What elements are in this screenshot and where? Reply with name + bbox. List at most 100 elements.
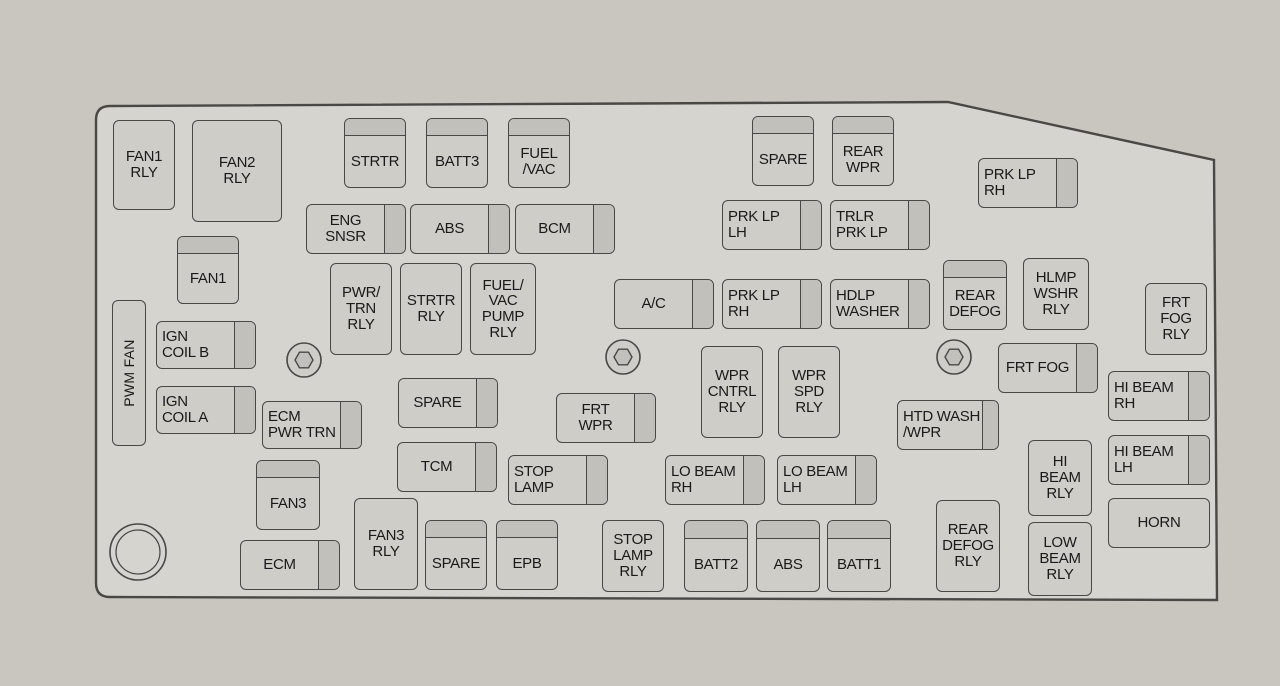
frt-wpr-fuse: FRT WPR [556, 393, 656, 443]
batt2-fuse-label: BATT2 [693, 556, 739, 574]
hex-bolt-icon [936, 339, 972, 375]
horn-fuse: HORN [1108, 498, 1210, 548]
horn-fuse-label: HORN [1137, 514, 1181, 532]
hi-beam-rh-fuse: HI BEAM RH [1108, 371, 1210, 421]
fuel-vac-fuse: FUEL /VAC [508, 118, 570, 188]
low-beam-relay-label: LOW BEAM RLY [1039, 534, 1081, 583]
hi-beam-relay: HI BEAM RLY [1028, 440, 1092, 516]
abs-fuse-1-label: ABS [434, 220, 465, 238]
htd-wash-wpr-fuse-label: HTD WASH /WPR [903, 408, 981, 441]
fan3-relay-label: FAN3 RLY [367, 527, 405, 560]
bcm-fuse-label: BCM [538, 220, 571, 238]
abs-fuse-1: ABS [410, 204, 510, 254]
wpr-spd-relay: WPR SPD RLY [778, 346, 840, 438]
prk-lp-rh-fuse-label: PRK LP RH [728, 287, 780, 320]
fan3-fuse-label: FAN3 [269, 494, 307, 512]
lo-beam-rh-fuse: LO BEAM RH [665, 455, 765, 505]
htd-wash-wpr-fuse: HTD WASH /WPR [897, 400, 999, 450]
round-hole-icon [109, 523, 167, 581]
spare-fuse-bottom: SPARE [425, 520, 487, 590]
a-c-fuse-label: A/C [641, 295, 666, 313]
trlr-prk-lp-fuse-label: TRLR PRK LP [836, 208, 888, 241]
lo-beam-lh-fuse: LO BEAM LH [777, 455, 877, 505]
spare-fuse-bottom-label: SPARE [431, 554, 481, 572]
a-c-fuse: A/C [614, 279, 714, 329]
hi-beam-lh-fuse: HI BEAM LH [1108, 435, 1210, 485]
epb-fuse: EPB [496, 520, 558, 590]
fan1-fuse-label: FAN1 [189, 269, 227, 287]
pwm-fan-label: PWM FAN [121, 339, 137, 407]
frt-fog-relay-label: FRT FOG RLY [1160, 294, 1192, 343]
abs-fuse-2-label: ABS [773, 556, 803, 574]
batt1-fuse: BATT1 [827, 520, 891, 592]
prk-lp-rh-fuse: PRK LP RH [722, 279, 822, 329]
fan1-relay: FAN1 RLY [113, 120, 175, 210]
prk-lp-rh-fuse-top: PRK LP RH [978, 158, 1078, 208]
hex-bolt-icon [605, 339, 641, 375]
ign-coil-a-fuse-label: IGN COIL A [162, 393, 208, 426]
rear-wpr-fuse: REAR WPR [832, 116, 894, 186]
batt3-fuse: BATT3 [426, 118, 488, 188]
epb-fuse-label: EPB [512, 554, 542, 572]
fan1-fuse: FAN1 [177, 236, 239, 304]
eng-snsr-fuse: ENG SNSR [306, 204, 406, 254]
low-beam-relay: LOW BEAM RLY [1028, 522, 1092, 596]
rear-defog-relay: REAR DEFOG RLY [936, 500, 1000, 592]
frt-fog-relay: FRT FOG RLY [1145, 283, 1207, 355]
spare-fuse-mid: SPARE [398, 378, 498, 428]
fuel-vac-pump-relay: FUEL/ VAC PUMP RLY [470, 263, 536, 355]
lo-beam-rh-fuse-label: LO BEAM RH [671, 463, 736, 496]
tcm-fuse: TCM [397, 442, 497, 492]
spare-fuse-top-label: SPARE [758, 150, 808, 168]
strtr-relay: STRTR RLY [400, 263, 462, 355]
pwm-fan-connector: PWM FAN [112, 300, 146, 446]
stop-lamp-relay-label: STOP LAMP RLY [613, 531, 653, 580]
tcm-fuse-label: TCM [420, 458, 453, 476]
pwr-trn-relay: PWR/ TRN RLY [330, 263, 392, 355]
spare-fuse-mid-label: SPARE [413, 394, 462, 412]
bcm-fuse: BCM [515, 204, 615, 254]
stop-lamp-relay: STOP LAMP RLY [602, 520, 664, 592]
hi-beam-relay-label: HI BEAM RLY [1039, 453, 1081, 502]
ecm-fuse: ECM [240, 540, 340, 590]
strtr-fuse-label: STRTR [350, 152, 400, 170]
rear-defog-fuse-label: REAR DEFOG [949, 286, 1001, 320]
hlmp-wshr-relay-label: HLMP WSHR RLY [1033, 269, 1079, 318]
frt-wpr-fuse-label: FRT WPR [578, 401, 613, 434]
hlmp-wshr-relay: HLMP WSHR RLY [1023, 258, 1089, 330]
stop-lamp-fuse-label: STOP LAMP [514, 463, 554, 496]
fan3-relay: FAN3 RLY [354, 498, 418, 590]
batt3-fuse-label: BATT3 [434, 152, 480, 170]
prk-lp-lh-fuse-label: PRK LP LH [728, 208, 780, 241]
frt-fog-fuse-label: FRT FOG [1005, 359, 1070, 377]
spare-fuse-top: SPARE [752, 116, 814, 186]
rear-wpr-fuse-label: REAR WPR [842, 142, 884, 176]
batt1-fuse-label: BATT1 [836, 556, 882, 574]
prk-lp-lh-fuse: PRK LP LH [722, 200, 822, 250]
wpr-cntrl-relay-label: WPR CNTRL RLY [707, 367, 757, 416]
fan3-fuse: FAN3 [256, 460, 320, 530]
strtr-fuse: STRTR [344, 118, 406, 188]
ecm-fuse-label: ECM [263, 556, 296, 574]
wpr-spd-relay-label: WPR SPD RLY [791, 367, 827, 416]
eng-snsr-fuse-label: ENG SNSR [325, 212, 366, 245]
rear-defog-relay-label: REAR DEFOG RLY [942, 521, 994, 570]
ecm-pwr-trn-fuse-label: ECM PWR TRN [268, 408, 336, 441]
fan1-relay-label: FAN1 RLY [125, 148, 163, 181]
frt-fog-fuse: FRT FOG [998, 343, 1098, 393]
fan2-relay: FAN2 RLY [192, 120, 282, 222]
stop-lamp-fuse: STOP LAMP [508, 455, 608, 505]
trlr-prk-lp-fuse: TRLR PRK LP [830, 200, 930, 250]
ecm-pwr-trn-fuse: ECM PWR TRN [262, 401, 362, 449]
hi-beam-lh-fuse-label: HI BEAM LH [1114, 443, 1174, 476]
wpr-cntrl-relay: WPR CNTRL RLY [701, 346, 763, 438]
hi-beam-rh-fuse-label: HI BEAM RH [1114, 379, 1174, 412]
hex-bolt-icon [286, 342, 322, 378]
ign-coil-b-fuse: IGN COIL B [156, 321, 256, 369]
rear-defog-fuse: REAR DEFOG [943, 260, 1007, 330]
batt2-fuse: BATT2 [684, 520, 748, 592]
pwr-trn-relay-label: PWR/ TRN RLY [342, 284, 380, 333]
abs-fuse-2: ABS [756, 520, 820, 592]
strtr-relay-label: STRTR RLY [406, 292, 456, 325]
fuel-vac-fuse-label: FUEL /VAC [520, 144, 558, 178]
